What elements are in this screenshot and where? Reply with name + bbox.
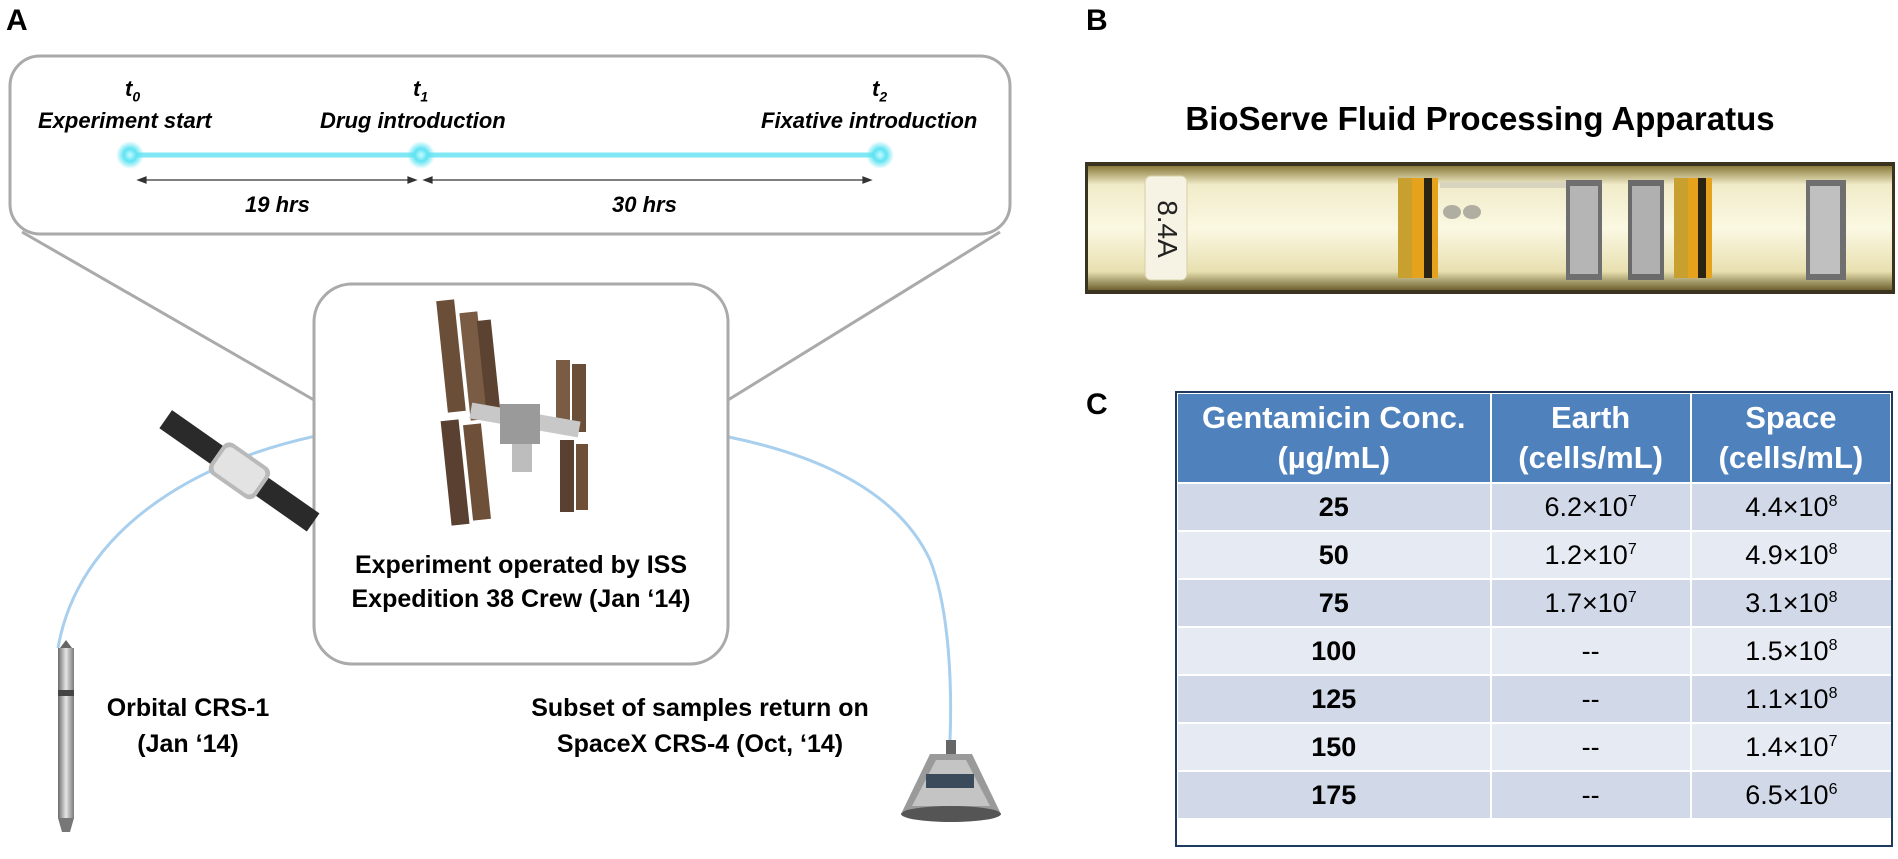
fpa-title: BioServe Fluid Processing Apparatus xyxy=(1185,100,1775,137)
panel-label-a: A xyxy=(6,4,28,37)
table-row: 125 -- 1.1×108 xyxy=(1176,674,1891,723)
tube-label: 8.4A xyxy=(1152,200,1183,258)
space-cell: 6.5×106 xyxy=(1689,770,1891,818)
timeline-label-fixative: Fixative introduction xyxy=(761,108,978,133)
timeline-node-1 xyxy=(407,141,435,169)
timeline-label-start: Experiment start xyxy=(38,108,212,133)
iss-caption: Experiment operated by ISS Expedition 38… xyxy=(351,551,691,613)
zoom-line-right xyxy=(727,230,1001,402)
results-table: Gentamicin Conc.(µg/mL) Earth(cells/mL) … xyxy=(1176,392,1893,818)
duration-19hrs: 19 hrs xyxy=(245,192,310,217)
conc-cell: 175 xyxy=(1176,770,1491,818)
earth-cell: -- xyxy=(1489,626,1691,675)
iss-box xyxy=(312,282,730,666)
zoom-line-left xyxy=(21,230,315,402)
header-earth: Earth(cells/mL) xyxy=(1489,392,1692,484)
dragon-capsule-image xyxy=(901,740,1001,822)
launch-caption: Orbital CRS-1 (Jan ‘14) xyxy=(106,694,270,758)
conc-cell: 50 xyxy=(1176,530,1491,579)
space-cell: 4.9×108 xyxy=(1689,530,1891,579)
timeline-node-2 xyxy=(866,141,894,169)
iss-station-image xyxy=(436,299,588,526)
conc-cell: 100 xyxy=(1176,626,1491,675)
earth-cell: 6.2×107 xyxy=(1489,482,1691,531)
table-row: 75 1.7×107 3.1×108 xyxy=(1176,578,1891,627)
timeline-t0-symbol: t0 xyxy=(125,76,141,105)
table-row: 150 -- 1.4×107 xyxy=(1176,722,1891,771)
rocket-image xyxy=(58,640,74,832)
timeline-node-0 xyxy=(116,141,144,169)
space-cell: 1.5×108 xyxy=(1689,626,1891,675)
conc-cell: 125 xyxy=(1176,674,1491,723)
timeline-t1-symbol: t1 xyxy=(413,76,429,105)
space-cell: 4.4×108 xyxy=(1689,482,1891,531)
header-space: Space(cells/mL) xyxy=(1689,392,1893,484)
cygnus-spacecraft-image xyxy=(159,410,320,532)
timeline-box xyxy=(8,54,1012,236)
earth-cell: 1.7×107 xyxy=(1489,578,1691,627)
earth-cell: -- xyxy=(1489,674,1691,723)
space-cell: 1.1×108 xyxy=(1689,674,1891,723)
return-caption: Subset of samples return on SpaceX CRS-4… xyxy=(531,694,869,758)
space-cell: 1.4×107 xyxy=(1689,722,1891,771)
conc-cell: 75 xyxy=(1176,578,1491,627)
conc-cell: 25 xyxy=(1176,482,1491,531)
space-cell: 3.1×108 xyxy=(1689,578,1891,627)
timeline-t2-symbol: t2 xyxy=(872,76,888,105)
panel-label-c: C xyxy=(1086,388,1108,421)
table-row: 25 6.2×107 4.4×108 xyxy=(1176,482,1891,531)
header-gentamicin: Gentamicin Conc.(µg/mL) xyxy=(1176,392,1492,484)
duration-30hrs: 30 hrs xyxy=(612,192,677,217)
earth-cell: 1.2×107 xyxy=(1489,530,1691,579)
table-row: 175 -- 6.5×106 xyxy=(1176,770,1891,818)
conc-cell: 150 xyxy=(1176,722,1491,771)
earth-cell: -- xyxy=(1489,770,1691,818)
panel-label-b: B xyxy=(1086,4,1108,37)
earth-cell: -- xyxy=(1489,722,1691,771)
table-row: 100 -- 1.5×108 xyxy=(1176,626,1891,675)
timeline-label-drug: Drug introduction xyxy=(320,108,506,133)
fpa-tube-image xyxy=(1085,162,1895,294)
table-row: 50 1.2×107 4.9×108 xyxy=(1176,530,1891,579)
table-header-row: Gentamicin Conc.(µg/mL) Earth(cells/mL) … xyxy=(1176,392,1893,484)
